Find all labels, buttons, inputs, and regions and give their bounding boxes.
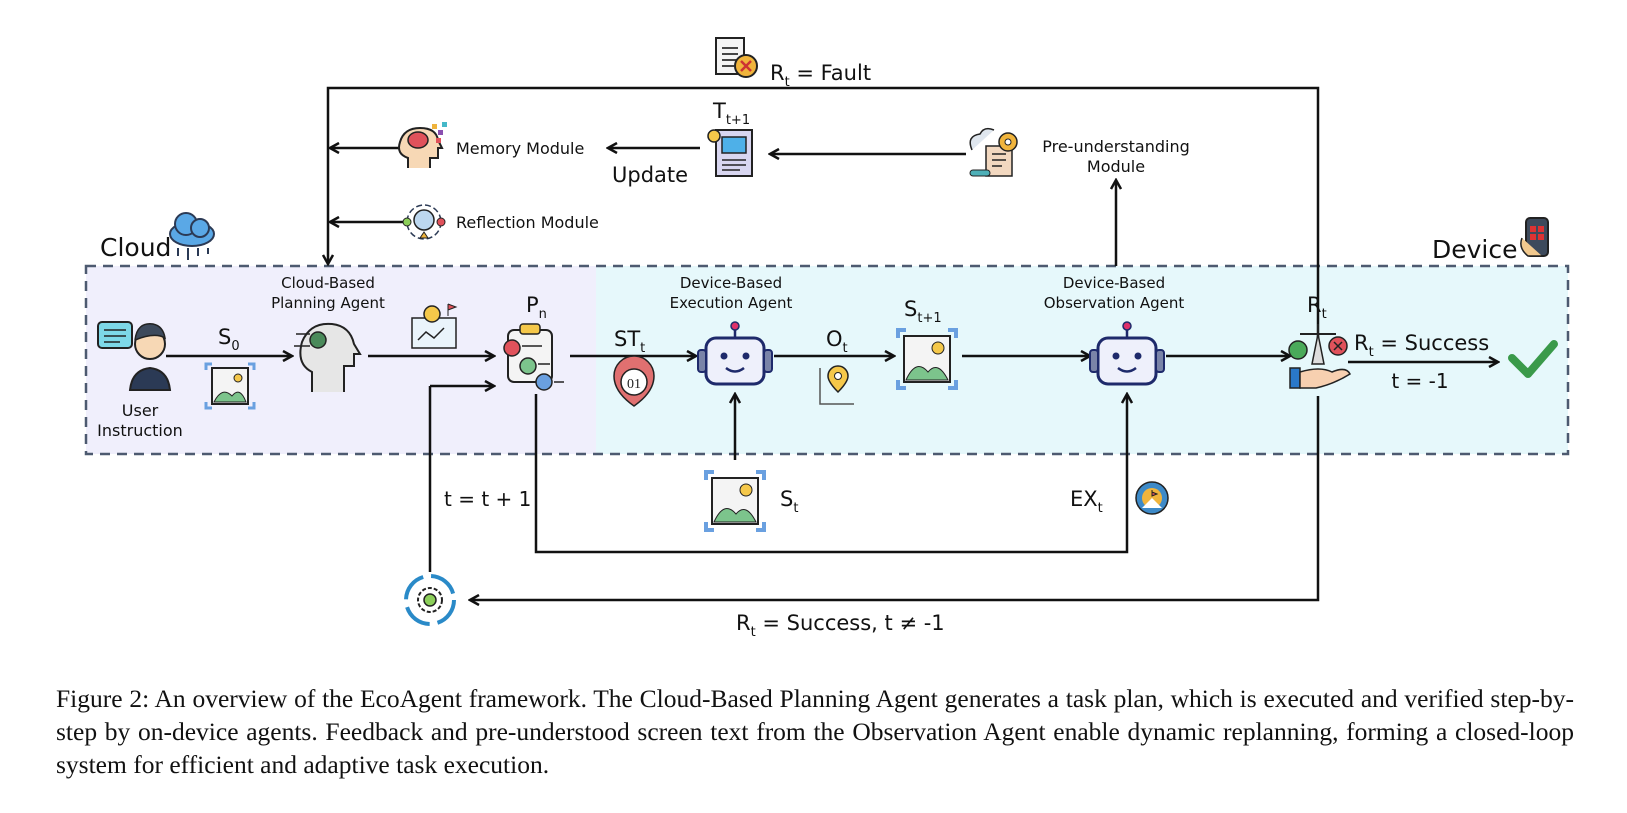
planning-agent-line2: Planning Agent — [271, 294, 385, 312]
success-continue-loop — [470, 396, 1320, 600]
fault-loop-line — [328, 86, 1320, 344]
fault-document-icon — [715, 37, 758, 78]
pre-understanding-line1: Pre-understanding — [1042, 137, 1190, 156]
plan-clipboard-icon — [503, 323, 564, 391]
t-end-label: t = -1 — [1391, 369, 1448, 393]
cloud-icon — [169, 212, 215, 260]
observation-agent-line2: Observation Agent — [1044, 294, 1185, 312]
user-instruction-line1: User — [122, 401, 159, 420]
observation-agent-line1: Device-Based — [1063, 274, 1165, 292]
planning-agent-line1: Cloud-Based — [281, 274, 375, 292]
user-instruction-line2: Instruction — [97, 421, 183, 440]
reflection-module-label: Reflection Module — [456, 213, 599, 232]
ecoagent-diagram: Cloud Device Cloud-Based Planning Agent … — [84, 37, 1570, 640]
loop-success-label: Rt = Success, t ≠ -1 — [736, 611, 945, 640]
pre-understanding-line2: Module — [1087, 157, 1145, 176]
pre-understanding-icon — [969, 127, 1018, 177]
result-label: Rt — [1307, 293, 1327, 322]
figure-caption: Figure 2: An overview of the EcoAgent fr… — [56, 684, 1574, 779]
step-marker-icon: 01 — [613, 355, 655, 407]
phone-icon — [1520, 217, 1549, 257]
ai-head-icon — [294, 322, 362, 392]
state-t-label: St — [780, 487, 798, 516]
judge-scale-icon — [1288, 324, 1351, 389]
cycle-gear-icon — [404, 574, 456, 626]
observation-robot-icon — [1089, 321, 1165, 386]
fault-label: Rt = Fault — [770, 61, 871, 90]
screenshot-st1-icon — [896, 328, 958, 390]
region-border — [84, 264, 1570, 456]
task-t1-label: Tt+1 — [712, 99, 750, 128]
plan-pn-label: Pn — [526, 293, 547, 322]
execution-robot-icon — [697, 321, 773, 386]
target-icon — [1135, 481, 1169, 515]
update-label: Update — [612, 163, 688, 187]
expectation-label: EXt — [1070, 487, 1103, 516]
memory-module-label: Memory Module — [456, 139, 584, 158]
cloud-label: Cloud — [100, 233, 171, 262]
svg-text:01: 01 — [627, 377, 641, 392]
execution-agent-line1: Device-Based — [680, 274, 782, 292]
user-icon — [97, 321, 172, 391]
operation-label: Ot — [826, 327, 848, 356]
location-chart-icon — [819, 365, 854, 405]
success-check-icon — [1508, 340, 1558, 378]
brain-head-icon — [398, 122, 447, 168]
t-increment-label: t = t + 1 — [444, 487, 531, 511]
success-label: Rt = Success — [1354, 331, 1489, 360]
subtask-label: STt — [614, 327, 645, 356]
plan-to-observation-loop — [534, 394, 1127, 554]
task-document-icon — [707, 129, 753, 177]
screenshot-st-icon — [704, 470, 766, 532]
execution-agent-line2: Execution Agent — [670, 294, 793, 312]
planning-map-icon — [411, 303, 458, 349]
device-label: Device — [1432, 235, 1518, 264]
s0-label: S0 — [218, 325, 240, 354]
reflection-head-icon — [402, 204, 446, 240]
state-t1-label: St+1 — [904, 297, 942, 326]
screenshot-s0-icon — [204, 362, 256, 410]
